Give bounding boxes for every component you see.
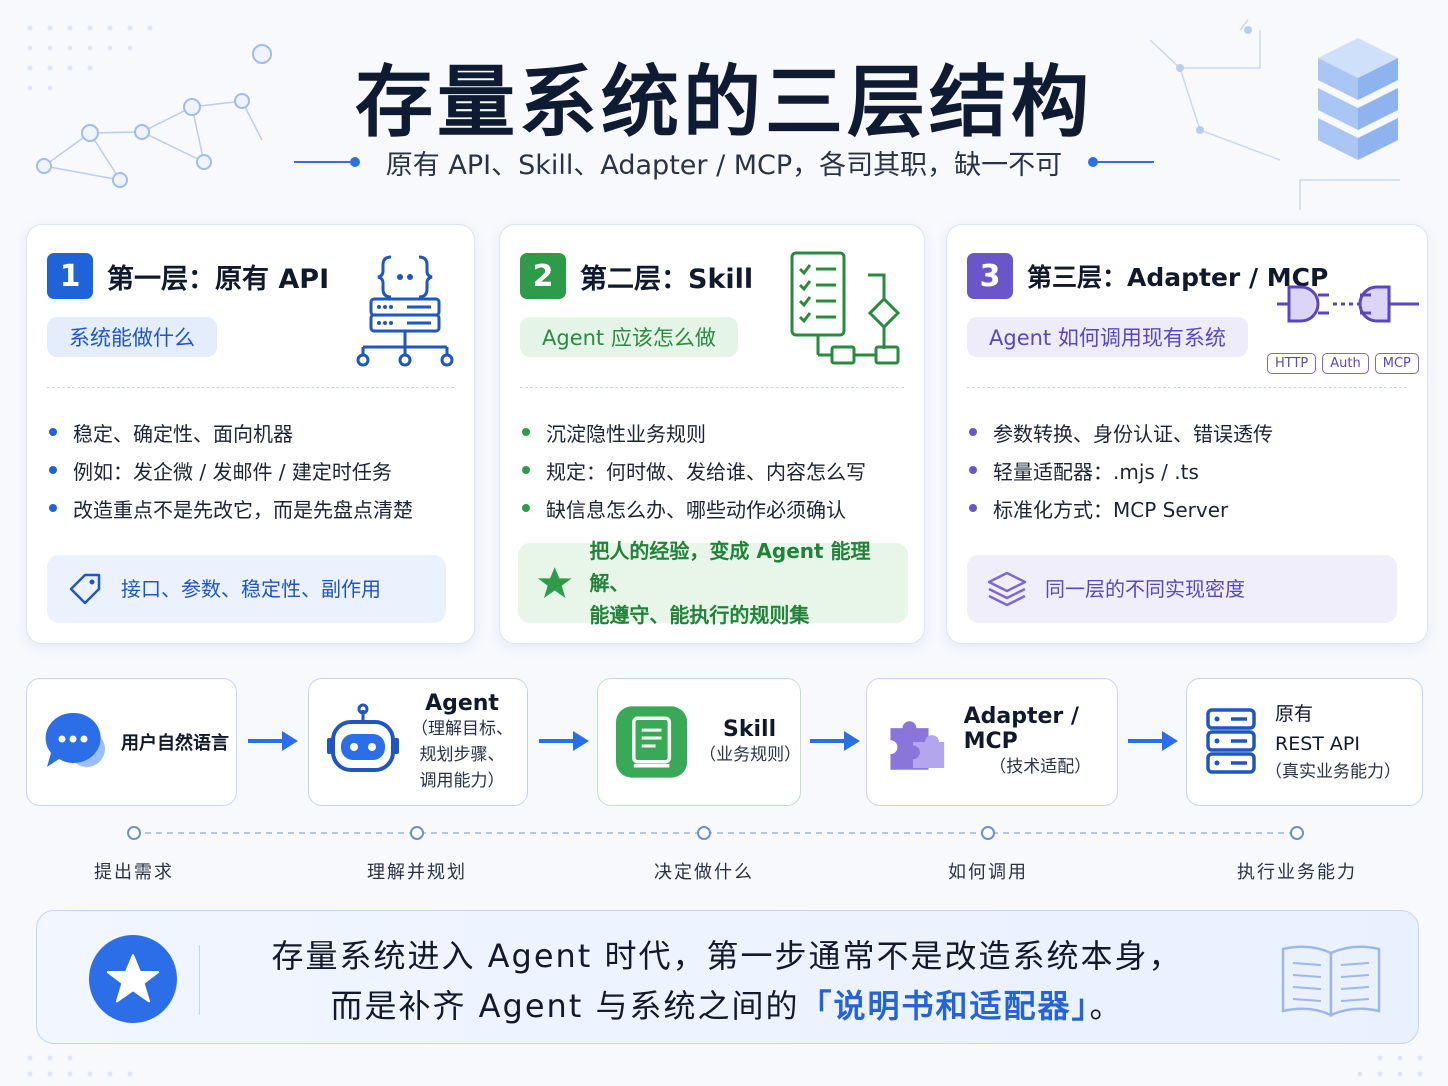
card-divider [520,387,904,388]
layer-title: 第三层：Adapter / MCP [1027,263,1329,292]
layer-tag: Agent 如何调用现有系统 [967,317,1248,357]
timeline-label: 如何调用 [948,862,1028,883]
layer-bullets: 参数转换、身份认证、错误透传 轻量适配器：.mjs / .ts 标准化方式：MC… [969,413,1273,527]
summary-text: 存量系统进入 Agent 时代，第一步通常不是改造系统本身， 而是补齐 Agen… [271,937,1183,1025]
robot-icon [327,703,399,772]
card-divider [967,387,1407,388]
layer-note: 把人的经验，变成 Agent 能理解、 能遵守、能执行的规则集 [518,539,908,627]
rulebook-icon [615,706,688,778]
layer-card-adapter: 3 第三层：Adapter / MCP Agent 如何调用现有系统 HTTP … [946,224,1428,644]
note-text: 同一层的不同实现密度 [1045,577,1245,601]
chip-mcp: MCP [1374,353,1419,374]
page-title: 存量系统的三层结构 [354,58,1093,148]
card-divider [47,387,454,388]
flow-step-sub: 调用能力） [419,770,505,791]
flow-arrow-icon [248,731,298,751]
bullet-item: 改造重点不是先改它，而是先盘点清楚 [49,489,413,527]
subtitle-row: 原有 API、Skill、Adapter / MCP，各司其职，缺一不可 [0,142,1448,182]
page-subtitle: 原有 API、Skill、Adapter / MCP，各司其职，缺一不可 [385,149,1063,181]
flow-step-sub: 规划步骤、 [419,744,505,765]
flow-step-skill: Skill （业务规则） [597,678,801,806]
bullet-item: 轻量适配器：.mjs / .ts [969,451,1273,489]
layer-note: 同一层的不同实现密度 [967,555,1397,623]
layer-card-api: 1 第一层：原有 API 系统能做什么 稳定、确定性、面向机器 例如：发企微 /… [26,224,475,644]
summary-separator [199,945,200,1015]
bullet-item: 例如：发企微 / 发邮件 / 建定时任务 [49,451,413,489]
plug-connector-icon [1277,285,1419,323]
bullet-item: 稳定、确定性、面向机器 [49,413,413,451]
layer-number-badge: 1 [47,253,93,299]
flow-arrow-icon [1128,731,1178,751]
bullet-item: 标准化方式：MCP Server [969,489,1273,527]
flow-step-title: Agent [425,690,499,716]
open-book-icon [1281,945,1381,1017]
flow-timeline [127,826,1304,840]
star-badge-icon [89,935,177,1023]
flow-step-text: Adapter / MCP （技术适配） [964,704,1117,780]
timeline-label: 提出需求 [94,862,174,883]
layer-bullets: 沉淀隐性业务规则 规定：何时做、发给谁、内容怎么写 缺信息怎么办、哪些动作必须确… [522,413,866,527]
flow-step-sub: （真实业务能力） [1265,762,1401,782]
protocol-chips: HTTP Auth MCP [1267,353,1419,374]
layer-tag: 系统能做什么 [47,317,217,357]
flow-arrow-icon [810,731,860,751]
layers-icon [987,571,1027,607]
layer-number-badge: 2 [520,253,566,299]
layer-title: 第二层：Skill [580,263,754,295]
chip-http: HTTP [1267,353,1317,374]
flow-step-agent: Agent （理解目标、 规划步骤、 调用能力） [308,678,528,806]
bullet-item: 参数转换、身份认证、错误透传 [969,413,1273,451]
bullet-item: 沉淀隐性业务规则 [522,413,866,451]
flow-step-title: Skill [723,716,777,742]
layer-bullets: 稳定、确定性、面向机器 例如：发企微 / 发邮件 / 建定时任务 改造重点不是先… [49,413,413,527]
bullet-item: 规定：何时做、发给谁、内容怎么写 [522,451,866,489]
database-server-icon [1206,708,1256,774]
subtitle-right-line [1088,157,1155,167]
flow-step-adapter: Adapter / MCP （技术适配） [866,678,1118,806]
subtitle-left-line [293,157,360,167]
flow-step-title: 原有 [1275,703,1314,725]
api-server-icon [356,255,454,367]
layer-tag: Agent 应该怎么做 [520,317,738,357]
flow-step-text: 原有 REST API （真实业务能力） [1265,699,1401,785]
timeline-label: 理解并规划 [367,862,467,883]
chat-bubble-icon [45,712,105,767]
flow-step-sub: （理解目标、 [411,718,513,739]
flow-step-rest-api: 原有 REST API （真实业务能力） [1186,678,1423,806]
puzzle-piece-icon [890,721,945,770]
flow-step-title: Adapter / MCP [963,704,1079,754]
flow-step-sub: （技术适配） [989,757,1092,777]
star-icon [537,567,572,598]
chip-auth: Auth [1322,353,1369,374]
summary-banner: 存量系统进入 Agent 时代，第一步通常不是改造系统本身， 而是补齐 Agen… [36,910,1419,1044]
layer-note: 接口、参数、稳定性、副作用 [47,555,446,623]
layer-card-skill: 2 第二层：Skill Agent 应该怎么做 沉淀隐性业务规则 规定：何时做、… [499,224,925,644]
flow-step-title: REST API [1275,733,1360,755]
flow-arrow-icon [539,731,589,751]
layer-title: 第一层：原有 API [107,263,330,295]
note-text: 把人的经验，变成 Agent 能理解、 能遵守、能执行的规则集 [589,539,871,627]
flow-step-user: 用户自然语言 [26,678,237,806]
tag-icon [69,573,101,605]
bullet-item: 缺信息怎么办、哪些动作必须确认 [522,489,866,527]
flow-step-sub: （业务规则） [699,744,802,765]
checklist-flow-icon [790,251,901,365]
note-text: 接口、参数、稳定性、副作用 [121,577,381,601]
flow-step-text: Agent （理解目标、 规划步骤、 调用能力） [411,691,513,794]
flow-step-text: Skill （业务规则） [699,716,802,768]
timeline-label: 决定做什么 [654,862,754,883]
timeline-label: 执行业务能力 [1237,862,1357,883]
layer-number-badge: 3 [967,253,1013,299]
flow-step-title: 用户自然语言 [121,733,229,754]
